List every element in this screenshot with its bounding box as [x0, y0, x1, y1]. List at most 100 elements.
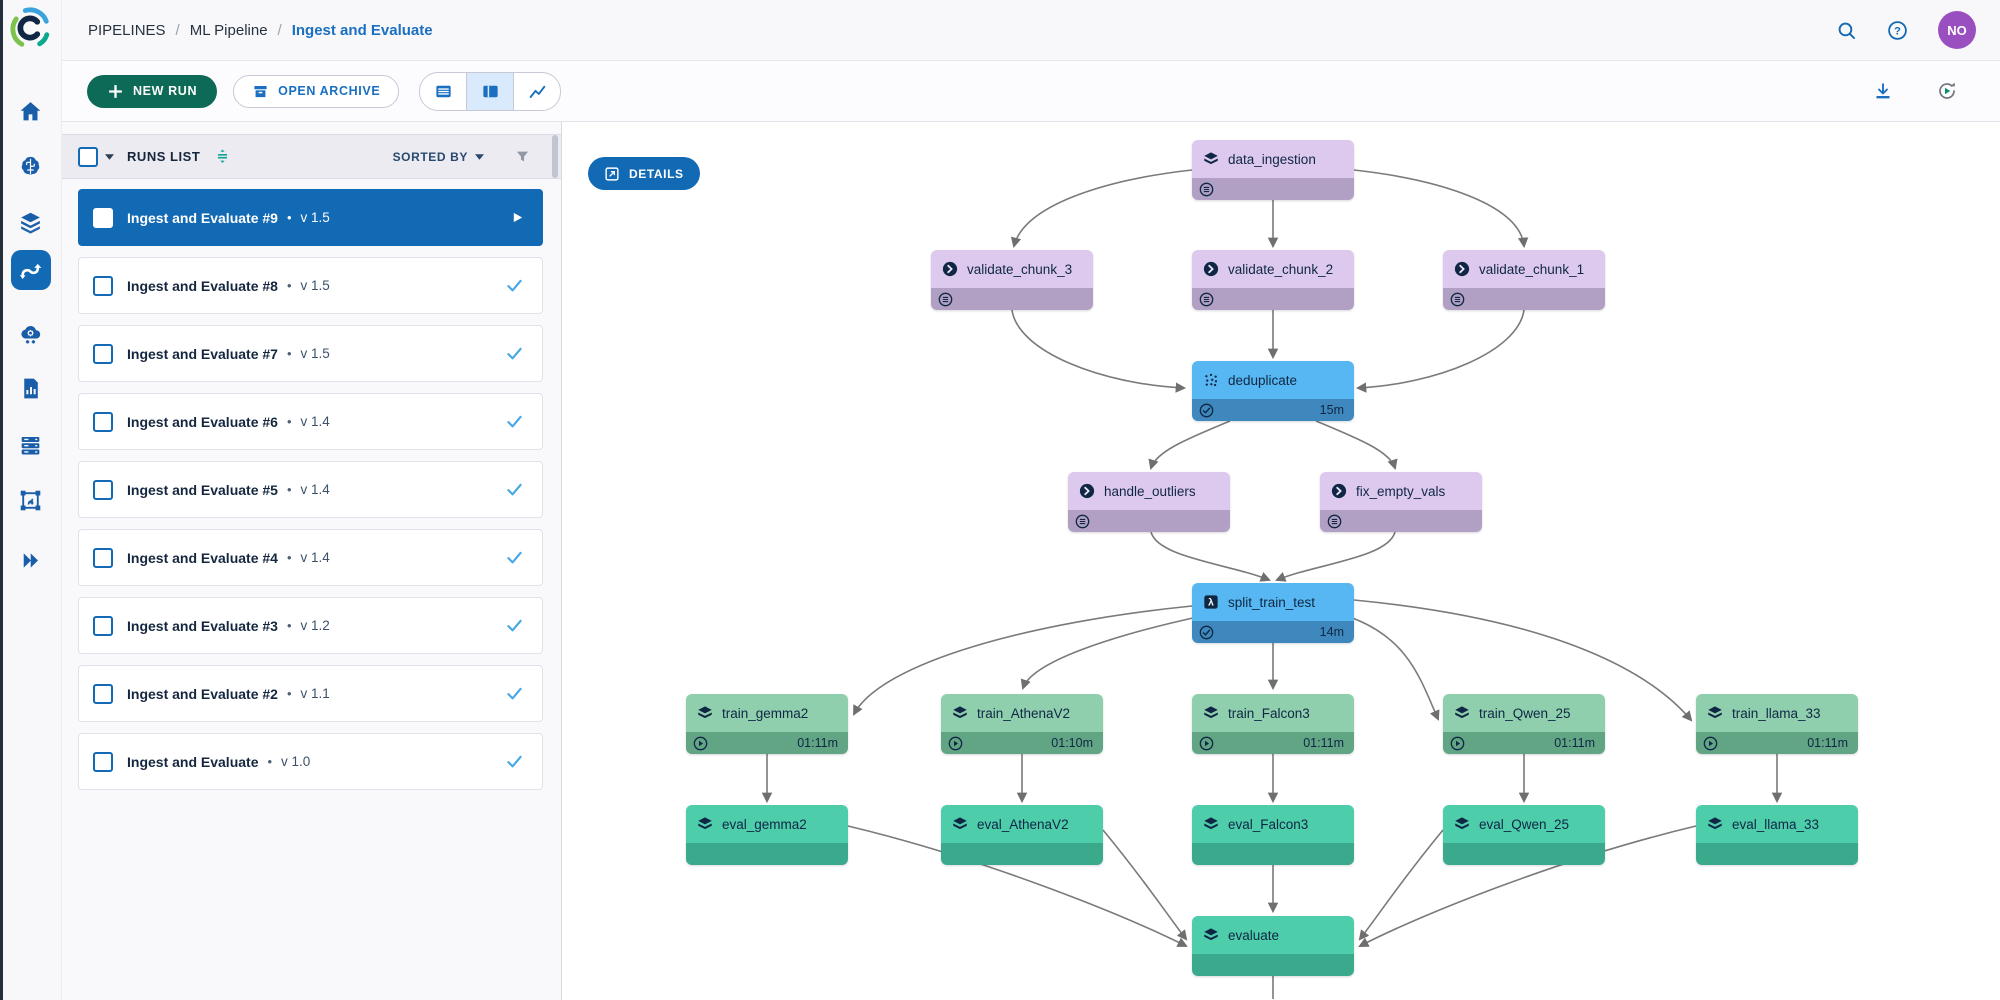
dag-node-eval-athenav2[interactable]: eval_AthenaV2: [941, 805, 1103, 865]
run-checkbox[interactable]: [93, 683, 113, 704]
auto-refresh-button[interactable]: [1936, 80, 1958, 102]
run-name: Ingest and Evaluate #4: [127, 549, 278, 566]
view-rows-button[interactable]: [420, 72, 468, 110]
sidebar-item-dashboard[interactable]: [11, 91, 51, 131]
run-item[interactable]: Ingest and Evaluate #4 • v 1.4: [78, 529, 543, 586]
dataset-layers-icon: [1203, 705, 1219, 721]
search-button[interactable]: [1836, 20, 1857, 41]
run-item[interactable]: Ingest and Evaluate • v 1.0: [78, 733, 543, 790]
sidebar-expand-button[interactable]: [11, 540, 51, 580]
runs-panel: RUNS LIST SORTED BY Ingest and Evaluate …: [62, 122, 562, 1000]
select-all-caret-icon[interactable]: [105, 154, 114, 160]
sidebar-item-projects[interactable]: [11, 146, 51, 186]
run-checkbox[interactable]: [93, 751, 113, 772]
dataset-layers-icon: [697, 816, 713, 832]
open-archive-button[interactable]: OPEN ARCHIVE: [233, 74, 400, 108]
dag-node-eval-falcon3[interactable]: eval_Falcon3: [1192, 805, 1354, 865]
dag-node-split-train-test[interactable]: split_train_test 14m: [1192, 583, 1354, 643]
dag-node-train-falcon3[interactable]: train_Falcon3 01:11m: [1192, 694, 1354, 754]
circle-menu-icon: [1327, 514, 1342, 529]
node-label: train_llama_33: [1732, 705, 1821, 721]
view-plots-button[interactable]: [514, 73, 560, 110]
run-checkbox[interactable]: [93, 275, 113, 296]
run-item[interactable]: Ingest and Evaluate #3 • v 1.2: [78, 597, 543, 654]
run-checkbox[interactable]: [93, 411, 113, 432]
run-item[interactable]: Ingest and Evaluate #9 • v 1.5: [78, 189, 543, 246]
dag-node-train-gemma2[interactable]: train_gemma2 01:11m: [686, 694, 848, 754]
pipeline-dag-canvas[interactable]: DETAILS: [562, 122, 2000, 1000]
breadcrumb-pipelines[interactable]: PIPELINES: [88, 21, 166, 39]
run-bullet: •: [286, 550, 292, 565]
details-label: DETAILS: [629, 166, 684, 181]
run-item[interactable]: Ingest and Evaluate #5 • v 1.4: [78, 461, 543, 518]
user-avatar[interactable]: NO: [1938, 11, 1976, 49]
dag-node-evaluate[interactable]: evaluate: [1192, 916, 1354, 976]
dag-node-train-athenav2[interactable]: train_AthenaV2 01:10m: [941, 694, 1103, 754]
download-button[interactable]: [1872, 80, 1894, 102]
run-checkbox[interactable]: [93, 547, 113, 568]
runs-scrollbar-thumb[interactable]: [552, 135, 558, 178]
search-icon: [1836, 20, 1857, 41]
run-item[interactable]: Ingest and Evaluate #7 • v 1.5: [78, 325, 543, 382]
refresh-play-icon: [1936, 80, 1958, 102]
filter-button[interactable]: [514, 148, 531, 165]
run-checkbox[interactable]: [93, 343, 113, 364]
dag-node-handle-outliers[interactable]: handle_outliers: [1068, 472, 1230, 532]
run-checkbox[interactable]: [93, 615, 113, 636]
dag-node-validate-chunk-3[interactable]: validate_chunk_3: [931, 250, 1093, 310]
run-bullet: •: [286, 686, 292, 701]
run-item[interactable]: Ingest and Evaluate #8 • v 1.5: [78, 257, 543, 314]
sidebar-item-hyperdatasets[interactable]: [11, 480, 51, 520]
run-checkbox[interactable]: [93, 207, 113, 228]
node-duration: 01:11m: [1554, 736, 1595, 750]
dag-node-eval-llama-33[interactable]: eval_llama_33: [1696, 805, 1858, 865]
dag-node-eval-gemma2[interactable]: eval_gemma2: [686, 805, 848, 865]
node-label: eval_llama_33: [1732, 816, 1820, 832]
run-checkbox[interactable]: [93, 479, 113, 500]
node-duration: 15m: [1319, 403, 1344, 417]
sidebar-item-workers-queues[interactable]: [11, 425, 51, 465]
split-view-icon: [481, 82, 500, 101]
report-icon: [18, 376, 43, 401]
sidebar-item-serving[interactable]: [11, 313, 51, 353]
run-item[interactable]: Ingest and Evaluate #2 • v 1.1: [78, 665, 543, 722]
runs-sort-settings-button[interactable]: [213, 147, 232, 166]
top-header: PIPELINES / ML Pipeline / Ingest and Eva…: [62, 0, 2000, 61]
double-chevron-right-icon: [18, 548, 43, 573]
dot-cluster-icon: [1203, 372, 1219, 388]
pipeline-toolbar: NEW RUN OPEN ARCHIVE: [62, 61, 2000, 122]
dag-node-validate-chunk-2[interactable]: validate_chunk_2: [1192, 250, 1354, 310]
sidebar-item-reports[interactable]: [11, 368, 51, 408]
circle-chevron-icon: [1331, 483, 1347, 499]
dag-node-train-llama-33[interactable]: train_llama_33 01:11m: [1696, 694, 1858, 754]
dag-node-eval-qwen-25[interactable]: eval_Qwen_25: [1443, 805, 1605, 865]
run-name: Ingest and Evaluate #3: [127, 617, 278, 634]
dag-node-train-qwen-25[interactable]: train_Qwen_25 01:11m: [1443, 694, 1605, 754]
sorted-by-button[interactable]: SORTED BY: [392, 149, 468, 164]
dag-node-fix-empty-vals[interactable]: fix_empty_vals: [1320, 472, 1482, 532]
run-name: Ingest and Evaluate: [127, 753, 259, 770]
dag-node-data-ingestion[interactable]: data_ingestion: [1192, 140, 1354, 200]
run-item[interactable]: Ingest and Evaluate #6 • v 1.4: [78, 393, 543, 450]
help-button[interactable]: [1887, 20, 1908, 41]
sidebar-item-datasets[interactable]: [11, 202, 51, 242]
circle-chevron-icon: [942, 261, 958, 277]
download-icon: [1872, 80, 1894, 102]
dag-node-validate-chunk-1[interactable]: validate_chunk_1: [1443, 250, 1605, 310]
run-version: v 1.5: [300, 210, 330, 225]
sidebar-item-pipelines[interactable]: [10, 250, 51, 290]
dag-node-deduplicate[interactable]: deduplicate 15m: [1192, 361, 1354, 421]
breadcrumb-pipeline-name[interactable]: ML Pipeline: [189, 21, 268, 39]
clearml-logo[interactable]: [8, 5, 54, 56]
sorted-by-caret-icon[interactable]: [475, 154, 484, 160]
status-completed-icon: [505, 276, 524, 295]
node-label: eval_AthenaV2: [977, 816, 1069, 832]
details-button[interactable]: DETAILS: [588, 157, 700, 190]
run-version: v 1.1: [300, 686, 330, 701]
new-run-button[interactable]: NEW RUN: [87, 74, 218, 108]
node-label: eval_Qwen_25: [1479, 816, 1570, 832]
view-split-button[interactable]: [467, 72, 515, 110]
run-name: Ingest and Evaluate #7: [127, 345, 278, 362]
select-all-checkbox[interactable]: [78, 146, 98, 167]
